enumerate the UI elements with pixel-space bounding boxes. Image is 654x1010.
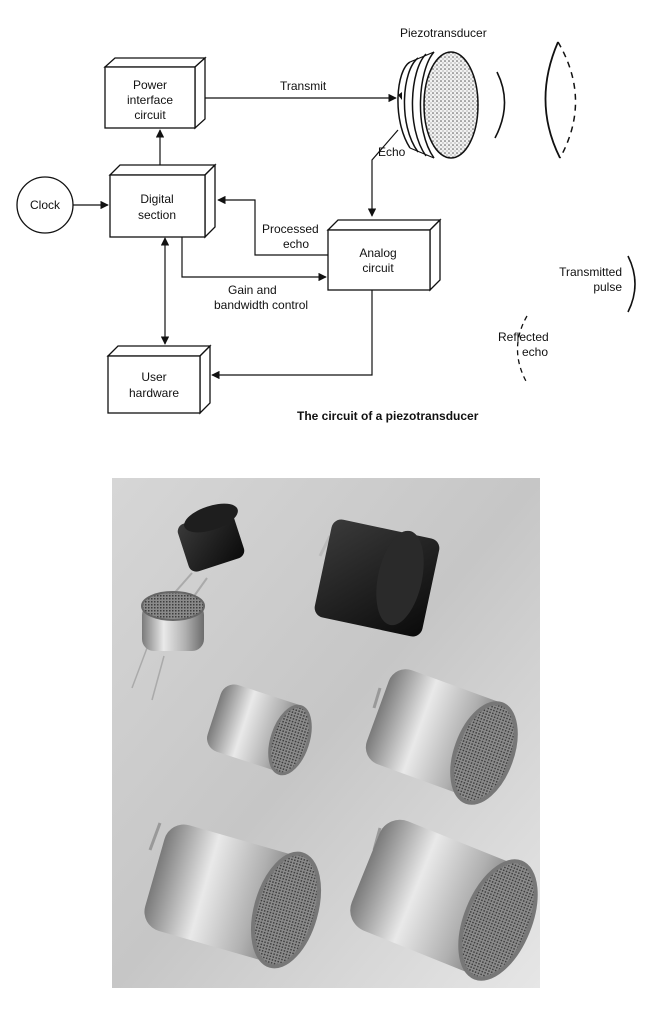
transducer-photo [112,478,540,988]
analog-circuit-block: Analog circuit [326,218,442,292]
legend-reflected-2: echo [522,345,548,359]
gain-label-2: bandwidth control [214,298,308,312]
user-hardware-block: User hardware [106,344,212,415]
piezotransducer: Piezotransducer [397,26,487,159]
legend-reflected-arc [516,315,528,384]
digital-label-1: Digital [140,192,173,206]
black-transducer-large [314,519,440,637]
metal-transducer-bottom-right [350,819,538,981]
gain-label-1: Gain and [228,283,277,297]
piezo-label: Piezotransducer [400,26,487,40]
processed-echo-label-1: Processed [262,222,319,236]
analog-label-2: circuit [362,261,394,275]
power-interface-block: Power interface circuit [103,56,207,130]
digital-section-block: Digital section [108,163,217,239]
processed-echo-label-2: echo [283,237,309,251]
circuit-diagram: Power interface circuit Digital section … [16,26,636,423]
transmit-label: Transmit [280,79,327,93]
digital-label-2: section [138,208,176,222]
metal-transducer-mid [207,684,312,776]
legend-reflected-1: Reflected [498,330,549,344]
legend: Transmitted pulse Reflected echo [498,255,636,384]
legend-transmitted-2: pulse [593,280,622,294]
power-label-2: interface [127,93,173,107]
arrows [73,93,399,380]
clock-node: Clock [16,176,74,234]
power-label-3: circuit [134,108,166,122]
clock-label: Clock [30,198,61,212]
user-label-2: hardware [129,386,179,400]
analog-label-1: Analog [359,246,396,260]
legend-transmitted-arc [627,255,636,313]
reflected-wave-solid [544,41,561,159]
transmitted-wave-arc [494,71,506,139]
power-label-1: Power [133,78,167,92]
metal-transducer-bottom-left [144,822,321,969]
legend-transmitted-1: Transmitted [559,265,622,279]
echo-label: Echo [378,145,406,159]
user-label-1: User [141,370,166,384]
diagram-caption: The circuit of a piezotransducer [297,409,479,423]
metal-transducer-small [131,591,205,701]
reflected-wave-dashed [557,41,577,159]
metal-transducer-right-mid [365,669,518,805]
